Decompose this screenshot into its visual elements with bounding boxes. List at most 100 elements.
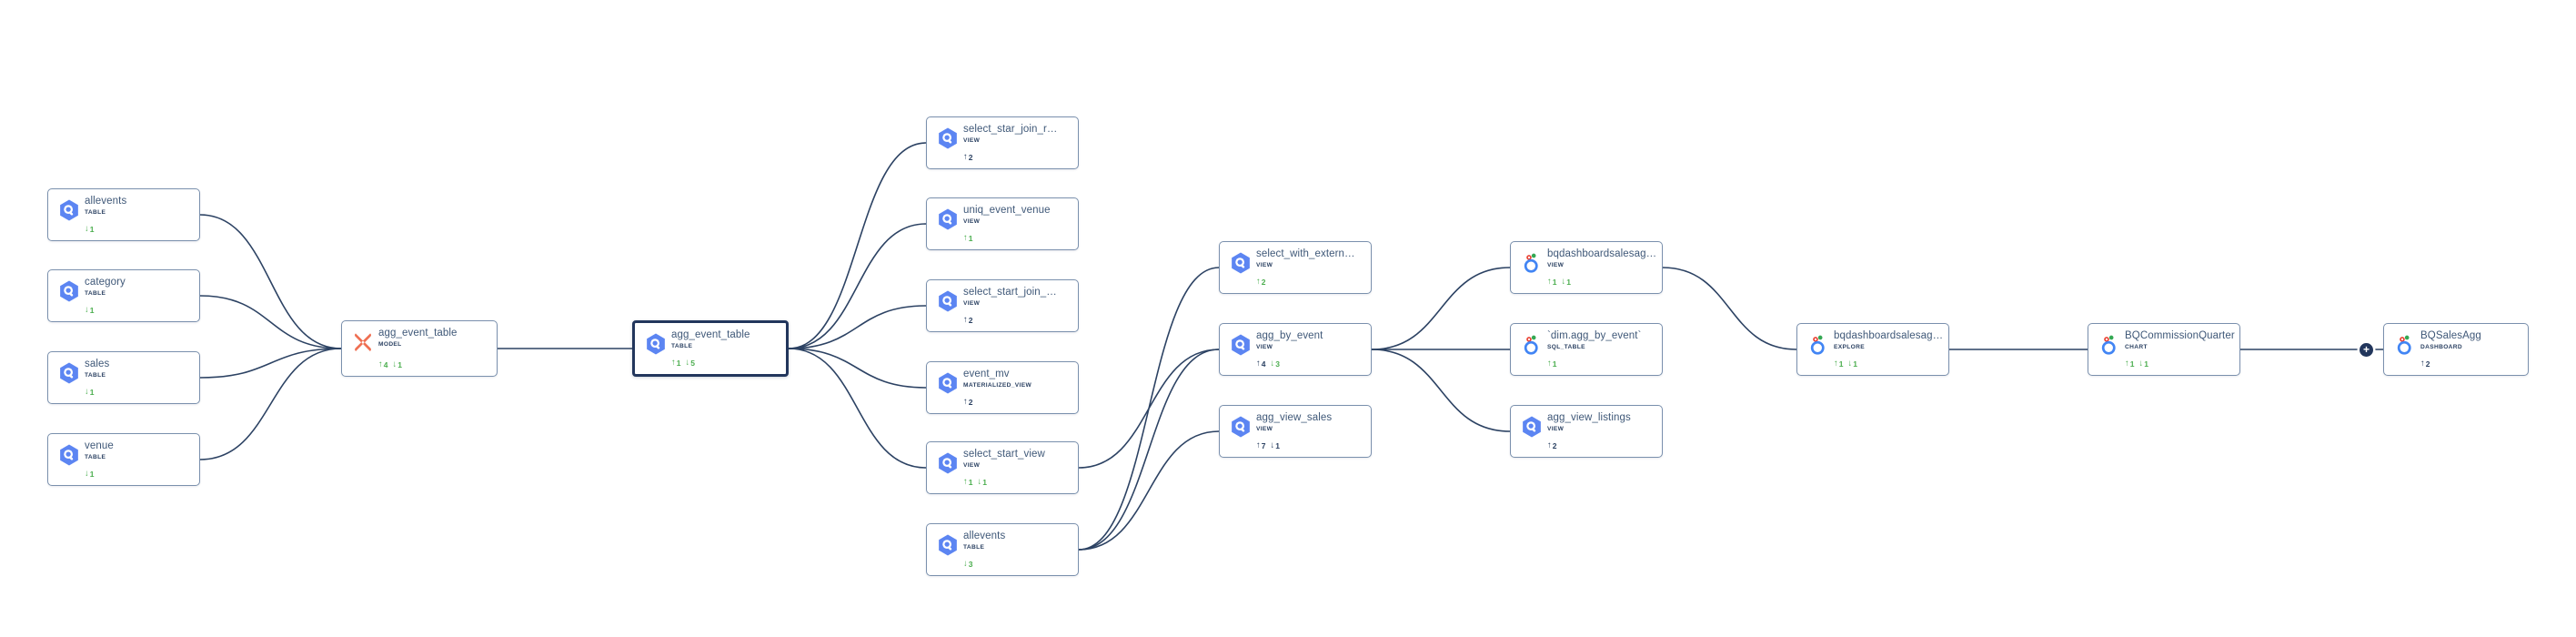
badge-count: 2	[968, 153, 973, 162]
arrow-up-icon: ↑	[2125, 359, 2129, 369]
badge-count: 1	[397, 360, 402, 369]
expand-node-button[interactable]: +	[2360, 343, 2373, 357]
arrow-down-icon: ↓	[977, 477, 982, 488]
arrow-up-icon: ↑	[1256, 277, 1261, 288]
bigquery-icon	[1229, 251, 1253, 275]
arrow-down-icon: ↓	[85, 224, 89, 235]
node-title: agg_by_event	[1256, 330, 1323, 341]
bigquery-icon	[1520, 415, 1544, 439]
badge-downstream-count: ↓1	[2138, 359, 2148, 369]
lineage-node-select_star_join_r[interactable]: select_star_join_r…VIEW↑2	[926, 116, 1079, 169]
node-title: select_start_view	[963, 449, 1045, 460]
lineage-node-select_with_extern[interactable]: select_with_extern…VIEW ↑2	[1219, 241, 1372, 294]
badge-downstream-count: ↓1	[977, 478, 986, 487]
arrow-up-icon: ↑	[963, 477, 968, 488]
node-badges: ↑2	[963, 153, 972, 162]
lineage-node-select_start_join[interactable]: select_start_join_…VIEW↑2	[926, 279, 1079, 332]
node-title: agg_view_sales	[1256, 412, 1333, 423]
badge-downstream-count: ↓1	[1847, 359, 1857, 369]
dbt-icon	[351, 330, 375, 354]
badge-count: 2	[968, 398, 973, 407]
node-subtype: DASHBOARD	[2420, 344, 2463, 350]
arrow-up-icon: ↑	[1547, 277, 1552, 288]
node-subtype: VIEW	[963, 137, 981, 144]
badge-upstream-count: ↑7	[1256, 441, 1265, 450]
node-title: agg_view_listings	[1547, 412, 1631, 423]
lineage-node-bqdash_explore[interactable]: bqdashboardsalesag…EXPLORE↑1↓1	[1796, 323, 1949, 376]
arrow-up-icon: ↑	[2420, 359, 2425, 369]
node-title: allevents	[963, 531, 1006, 541]
node-badges: ↓1	[85, 306, 94, 315]
badge-count: 3	[968, 560, 973, 569]
badge-downstream-count: ↓3	[1270, 359, 1279, 369]
node-subtype: VIEW	[963, 218, 981, 225]
lineage-node-bqdash_view[interactable]: bqdashboardsalesag…VIEW↑1↓1	[1510, 241, 1663, 294]
badge-count: 1	[968, 234, 973, 243]
node-subtype: EXPLORE	[1834, 344, 1865, 350]
lineage-node-dim_agg_by_event[interactable]: `dim.agg_by_event`SQL_TABLE↑1	[1510, 323, 1663, 376]
node-badges: ↑2	[1256, 278, 1265, 287]
node-subtype: VIEW	[1256, 262, 1273, 268]
badge-count: 2	[2425, 359, 2430, 369]
looker-icon	[2098, 333, 2121, 357]
arrow-up-icon: ↑	[1547, 359, 1552, 369]
node-title: BQSalesAgg	[2420, 330, 2481, 341]
badge-count: 1	[1566, 278, 1571, 287]
badge-downstream-count: ↓1	[85, 388, 94, 397]
node-subtype: MATERIALIZED_VIEW	[963, 382, 1032, 389]
badge-upstream-count: ↑1	[963, 478, 972, 487]
badge-count: 2	[1261, 278, 1266, 287]
badge-count: 1	[676, 359, 681, 368]
node-subtype: TABLE	[85, 209, 106, 216]
badge-count: 4	[1261, 359, 1266, 369]
badge-downstream-count: ↓1	[1270, 441, 1279, 450]
badge-upstream-count: ↑1	[963, 234, 972, 243]
badge-count: 1	[1275, 441, 1280, 450]
node-subtype: TABLE	[85, 290, 106, 297]
badge-upstream-count: ↑1	[671, 359, 680, 368]
badge-upstream-count: ↑2	[2420, 359, 2430, 369]
arrow-up-icon: ↑	[1547, 440, 1552, 451]
node-title: uniq_event_venue	[963, 205, 1051, 216]
badge-downstream-count: ↓1	[85, 470, 94, 479]
node-text-block: select_with_extern…VIEW	[1256, 248, 1366, 269]
node-title: agg_event_table	[378, 328, 458, 339]
badge-upstream-count: ↑1	[1547, 278, 1556, 287]
node-badges: ↑2	[963, 316, 972, 325]
node-subtype: TABLE	[671, 343, 693, 349]
arrow-down-icon: ↓	[2138, 359, 2144, 369]
badge-upstream-count: ↑2	[963, 398, 972, 407]
node-title: select_start_join_…	[963, 287, 1057, 298]
looker-icon	[1520, 251, 1544, 275]
bigquery-icon	[936, 289, 960, 313]
node-badges: ↑4↓3	[1256, 359, 1280, 369]
node-subtype: VIEW	[1547, 262, 1565, 268]
node-badges: ↑2	[963, 398, 972, 407]
node-badges: ↓3	[963, 560, 972, 569]
arrow-up-icon: ↑	[963, 315, 968, 326]
node-subtype: VIEW	[1547, 426, 1565, 432]
